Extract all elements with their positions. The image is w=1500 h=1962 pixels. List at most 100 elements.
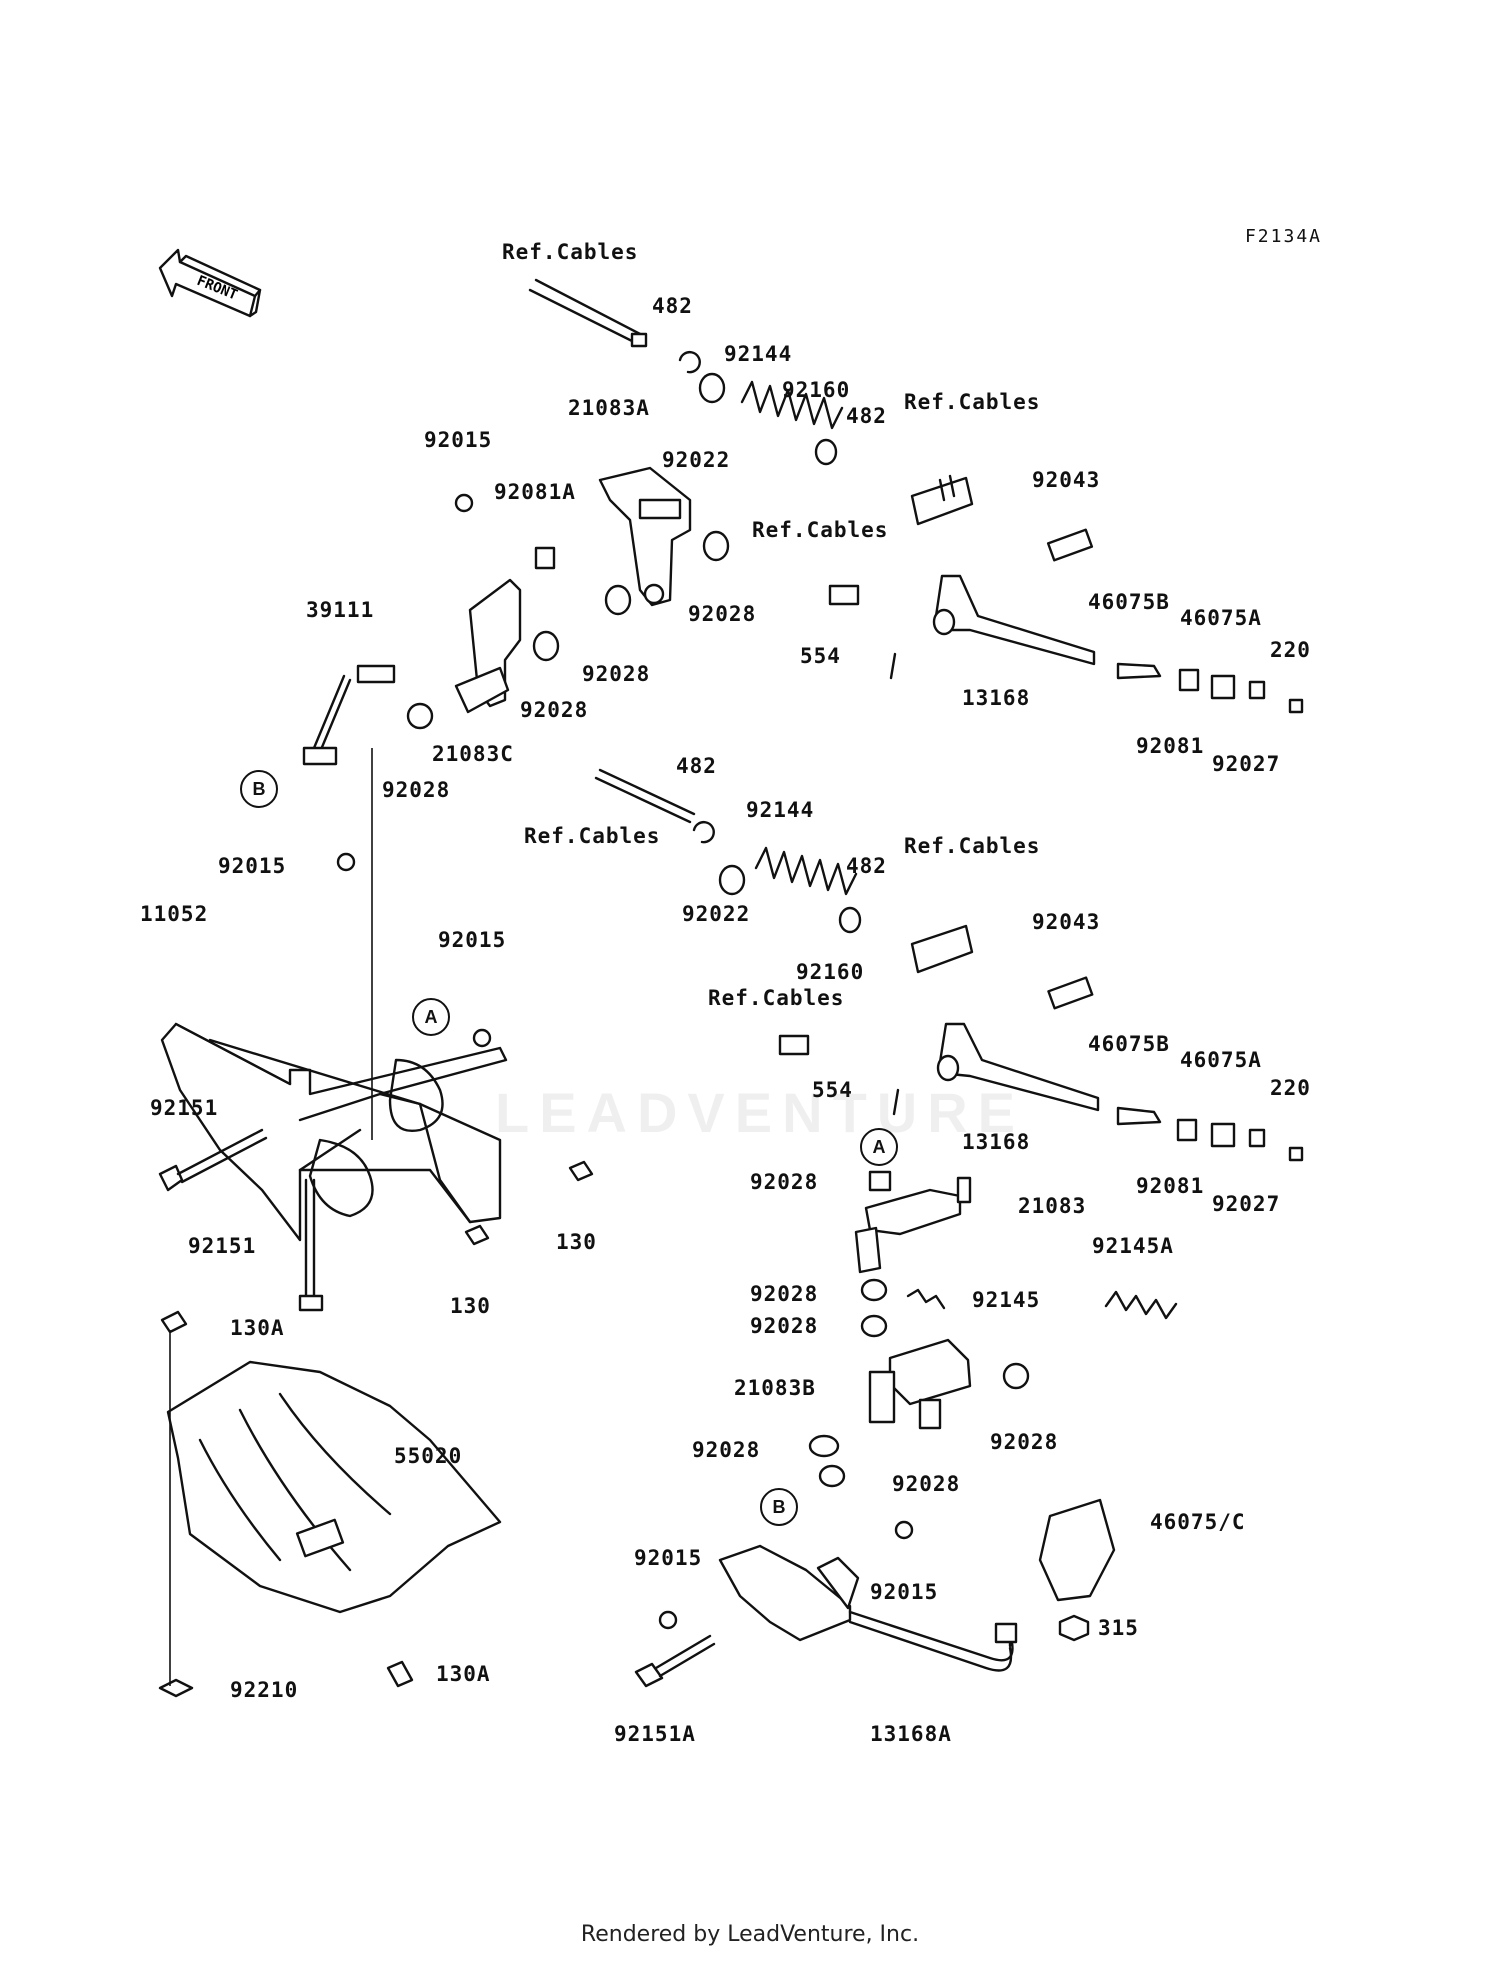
bolt-92151-1 [158, 1128, 268, 1192]
label-ref-cables-2[interactable]: Ref.Cables [904, 390, 1041, 414]
label-92043-1[interactable]: 92043 [1032, 468, 1101, 492]
label-92144-2[interactable]: 92144 [746, 798, 815, 822]
label-92160-2[interactable]: 92160 [796, 960, 865, 984]
label-130-1[interactable]: 130 [556, 1230, 597, 1254]
nut-92015-5 [894, 1520, 914, 1540]
label-46075B-1[interactable]: 46075B [1088, 590, 1170, 614]
label-92151-2[interactable]: 92151 [188, 1234, 257, 1258]
bushing-92028-9 [808, 1434, 840, 1458]
upper-cable-2 [594, 768, 696, 824]
pin-554-1 [889, 652, 897, 680]
bushing-92028-10 [818, 1464, 846, 1488]
label-92028-4[interactable]: 92028 [382, 778, 451, 802]
label-92028-5[interactable]: 92028 [750, 1170, 819, 1194]
label-92081-2[interactable]: 92081 [1136, 1174, 1205, 1198]
bushing-92028-1 [702, 530, 730, 562]
skid-plate-55020 [166, 1360, 502, 1614]
bushing-92028-2 [604, 584, 632, 616]
label-315[interactable]: 315 [1098, 1616, 1139, 1640]
label-92022-1[interactable]: 92022 [662, 448, 731, 472]
label-92015-3[interactable]: 92015 [438, 928, 507, 952]
nut-92015-3 [472, 1028, 492, 1048]
label-46075A-1[interactable]: 46075A [1180, 606, 1262, 630]
label-46075B-2[interactable]: 46075B [1088, 1032, 1170, 1056]
label-92081-1[interactable]: 92081 [1136, 734, 1205, 758]
label-ref-cables-1[interactable]: Ref.Cables [502, 240, 639, 264]
label-92151A[interactable]: 92151A [614, 1722, 696, 1746]
label-13168A[interactable]: 13168A [870, 1722, 952, 1746]
label-92145A[interactable]: 92145A [1092, 1234, 1174, 1258]
lever-21083A [598, 466, 692, 607]
callout-a-lower[interactable]: A [860, 1128, 898, 1166]
callout-b-left[interactable]: B [240, 770, 278, 808]
label-92210[interactable]: 92210 [230, 1678, 299, 1702]
callout-b-lower[interactable]: B [760, 1488, 798, 1526]
label-92028-10[interactable]: 92028 [892, 1472, 961, 1496]
label-ref-cables-5[interactable]: Ref.Cables [904, 834, 1041, 858]
label-92145[interactable]: 92145 [972, 1288, 1041, 1312]
label-46075C[interactable]: 46075/C [1150, 1510, 1246, 1534]
lever-21083 [854, 1176, 972, 1274]
pedal-pad-46075C [1038, 1498, 1116, 1602]
label-ref-cables-3[interactable]: Ref.Cables [752, 518, 889, 542]
label-130A-1[interactable]: 130A [230, 1316, 285, 1340]
label-92028-8[interactable]: 92028 [692, 1438, 761, 1462]
label-92027-2[interactable]: 92027 [1212, 1192, 1281, 1216]
label-ref-cables-6[interactable]: Ref.Cables [708, 986, 845, 1010]
label-92144-1[interactable]: 92144 [724, 342, 793, 366]
bolt-92151A [634, 1634, 716, 1688]
label-92028-1[interactable]: 92028 [688, 602, 757, 626]
label-220-1[interactable]: 220 [1270, 638, 1311, 662]
clip-482-3 [692, 820, 715, 844]
bushing-92028-3 [532, 630, 560, 662]
nut-315 [1058, 1614, 1090, 1642]
label-92015-4[interactable]: 92015 [634, 1546, 703, 1570]
label-130A-2[interactable]: 130A [436, 1662, 491, 1686]
lever-21083B [868, 1338, 972, 1430]
label-92015-1[interactable]: 92015 [424, 428, 493, 452]
label-13168-1[interactable]: 13168 [962, 686, 1031, 710]
label-92028-2[interactable]: 92028 [582, 662, 651, 686]
spring-92145A [1104, 1290, 1178, 1320]
label-92028-9[interactable]: 92028 [990, 1430, 1059, 1454]
label-92028-6[interactable]: 92028 [750, 1282, 819, 1306]
washer-92022-2 [718, 864, 746, 896]
spring-92144-1 [740, 380, 844, 430]
label-92081A[interactable]: 92081A [494, 480, 576, 504]
label-92022-2[interactable]: 92022 [682, 902, 751, 926]
label-55020[interactable]: 55020 [394, 1444, 463, 1468]
label-21083B[interactable]: 21083B [734, 1376, 816, 1400]
pedal-13168A [718, 1544, 1018, 1672]
label-21083[interactable]: 21083 [1018, 1194, 1087, 1218]
label-482-3[interactable]: 482 [676, 754, 717, 778]
label-92028-7[interactable]: 92028 [750, 1314, 819, 1338]
label-92027-1[interactable]: 92027 [1212, 752, 1281, 776]
label-ref-cables-4[interactable]: Ref.Cables [524, 824, 661, 848]
label-92015-2[interactable]: 92015 [218, 854, 287, 878]
label-92043-2[interactable]: 92043 [1032, 910, 1101, 934]
label-554-1[interactable]: 554 [800, 644, 841, 668]
label-21083C[interactable]: 21083C [432, 742, 514, 766]
nut-92015-4 [658, 1610, 678, 1630]
label-482-4[interactable]: 482 [846, 854, 887, 878]
bushing-92028-6 [860, 1278, 888, 1302]
label-130-2[interactable]: 130 [450, 1294, 491, 1318]
bolt-92151-2 [298, 1178, 324, 1312]
label-46075A-2[interactable]: 46075A [1180, 1048, 1262, 1072]
label-220-2[interactable]: 220 [1270, 1076, 1311, 1100]
label-11052[interactable]: 11052 [140, 902, 209, 926]
label-92028-3[interactable]: 92028 [520, 698, 589, 722]
pin-554-2 [892, 1088, 900, 1116]
label-92151-1[interactable]: 92151 [150, 1096, 219, 1120]
spring-92081A [534, 546, 556, 570]
label-482-2[interactable]: 482 [846, 404, 887, 428]
label-92015-5[interactable]: 92015 [870, 1580, 939, 1604]
label-21083A[interactable]: 21083A [568, 396, 650, 420]
label-39111[interactable]: 39111 [306, 598, 375, 622]
bolt-130-1 [568, 1160, 594, 1182]
label-554-2[interactable]: 554 [812, 1078, 853, 1102]
label-92160-1[interactable]: 92160 [782, 378, 851, 402]
label-13168-2[interactable]: 13168 [962, 1130, 1031, 1154]
label-482-1[interactable]: 482 [652, 294, 693, 318]
callout-a-upper[interactable]: A [412, 998, 450, 1036]
